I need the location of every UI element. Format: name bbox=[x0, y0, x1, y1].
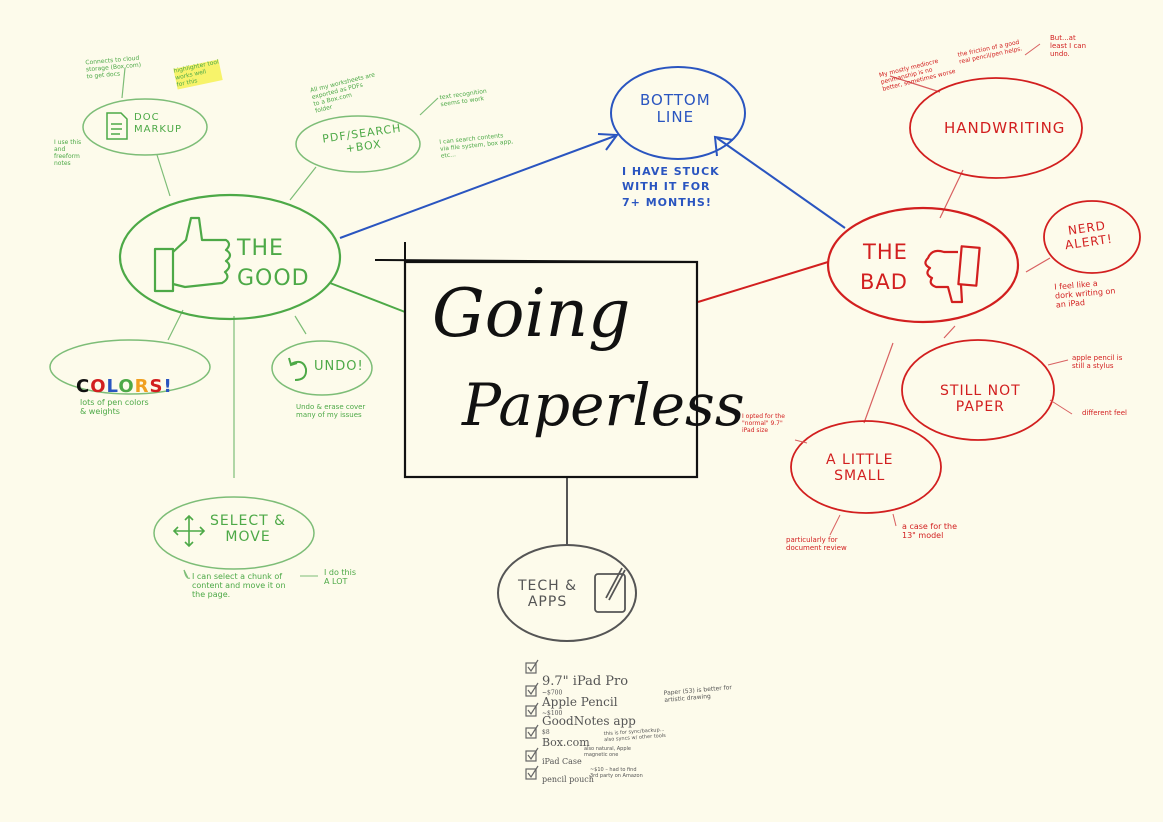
good-title-the: THE bbox=[237, 236, 284, 261]
tech-item-note-pouch: ~$10 – had to find 3rd party on Amazon bbox=[590, 767, 643, 779]
tech-item-label: Box.com bbox=[542, 735, 590, 749]
a-little-small-label: A LITTLE SMALL bbox=[826, 452, 894, 485]
list-item: 9.7" iPad Pro ~$700 bbox=[542, 660, 628, 705]
tech-checklist-boxes bbox=[525, 659, 539, 780]
still-not-paper-note-feel: different feel bbox=[1082, 409, 1127, 417]
tech-title: TECH & APPS bbox=[518, 578, 578, 611]
bad-title-the: THE bbox=[863, 240, 908, 264]
handwriting-label: HANDWRITING bbox=[944, 119, 1066, 137]
tech-item-label: 9.7" iPad Pro bbox=[542, 673, 629, 689]
still-not-paper-label: STILL NOT PAPER bbox=[940, 383, 1021, 416]
tech-ellipse bbox=[497, 544, 637, 642]
select-move-note: I can select a chunk of content and move… bbox=[192, 572, 286, 600]
center-box bbox=[374, 242, 699, 479]
a-little-small-note-case: a case for the 13" model bbox=[902, 522, 958, 541]
thumbs-down-icon bbox=[924, 245, 981, 304]
good-to-center-line bbox=[329, 282, 406, 313]
tech-item-note: ~$700 bbox=[542, 689, 563, 697]
list-item: iPad Case bbox=[542, 748, 582, 766]
doc-markup-note-left: I use this and freeform notes bbox=[54, 139, 82, 167]
select-move-label: SELECT & MOVE bbox=[210, 513, 287, 546]
colors-letter: O bbox=[90, 375, 107, 397]
doc-markup-ellipse bbox=[82, 98, 208, 156]
bottom-line-ellipse bbox=[610, 66, 746, 160]
tech-item-note-case: also natural, Apple magnetic one bbox=[584, 746, 631, 758]
move-arrows-icon bbox=[172, 514, 206, 548]
select-move-note-lot: I do this A LOT bbox=[324, 568, 357, 587]
colors-letter: L bbox=[106, 375, 119, 397]
center-title-paperless: Paperless bbox=[462, 371, 745, 439]
thumbs-up-icon bbox=[153, 216, 232, 293]
tech-item-label: pencil pouch bbox=[542, 775, 594, 785]
good-to-bottomline-arrow bbox=[339, 135, 616, 239]
handwriting-ellipse bbox=[909, 77, 1083, 179]
list-item: Box.com bbox=[542, 724, 590, 749]
doc-markup-label: DOC MARKUP bbox=[134, 112, 183, 135]
center-title-going: Going bbox=[432, 275, 631, 352]
list-item: pencil pouch bbox=[542, 766, 594, 784]
tech-item-label: GoodNotes app bbox=[542, 713, 636, 728]
handwriting-note-but: But...at least I can undo. bbox=[1050, 34, 1087, 59]
tech-item-label: iPad Case bbox=[542, 757, 582, 767]
good-node-ellipse bbox=[118, 193, 342, 321]
a-little-small-note-size: I opted for the "normal" 9.7" iPad size bbox=[742, 413, 785, 434]
colors-note: lots of pen colors & weights bbox=[80, 398, 149, 417]
document-icon bbox=[106, 112, 128, 140]
nerd-alert-ellipse bbox=[1043, 200, 1141, 274]
undo-ellipse bbox=[271, 340, 373, 396]
bad-to-bottomline-arrow bbox=[716, 137, 846, 229]
a-little-small-ellipse bbox=[790, 420, 942, 514]
undo-note: Undo & erase cover many of my issues bbox=[296, 403, 366, 420]
good-title-good: GOOD bbox=[237, 266, 310, 291]
bottom-line-note: I HAVE STUCK WITH IT FOR 7+ MONTHS! bbox=[622, 165, 720, 209]
pdf-search-ellipse bbox=[295, 115, 421, 173]
undo-label: UNDO! bbox=[314, 359, 364, 374]
colors-letter: O bbox=[118, 375, 135, 397]
colors-letter: S bbox=[149, 375, 164, 397]
center-to-bad-line bbox=[697, 261, 829, 303]
bad-title-bad: BAD bbox=[860, 270, 908, 294]
colors-letter: R bbox=[134, 375, 150, 397]
tech-item-note: ~$100 bbox=[542, 709, 563, 717]
nerd-alert-note: I feel like a dork writing on an iPad bbox=[1053, 278, 1116, 310]
still-not-paper-note-stylus: apple pencil is still a stylus bbox=[1072, 354, 1123, 371]
tech-item-label: Apple Pencil bbox=[542, 694, 618, 709]
tech-item-note: $8 bbox=[542, 728, 550, 736]
undo-icon bbox=[288, 357, 308, 381]
connectors bbox=[121, 67, 1051, 579]
bad-node-ellipse bbox=[826, 206, 1020, 324]
colors-ellipse bbox=[49, 339, 211, 395]
select-move-ellipse bbox=[153, 496, 315, 570]
list-item: GoodNotes app $8 bbox=[542, 701, 636, 742]
ipad-pencil-icon bbox=[594, 567, 626, 613]
list-item: Apple Pencil ~$100 bbox=[542, 682, 618, 723]
still-not-paper-ellipse bbox=[901, 339, 1055, 441]
colors-label: COLORS! bbox=[76, 356, 173, 397]
colors-letter: C bbox=[76, 375, 91, 397]
colors-letter: ! bbox=[163, 375, 173, 397]
a-little-small-note-review: particularly for document review bbox=[786, 536, 847, 553]
bottom-line-title: BOTTOM LINE bbox=[640, 91, 711, 127]
